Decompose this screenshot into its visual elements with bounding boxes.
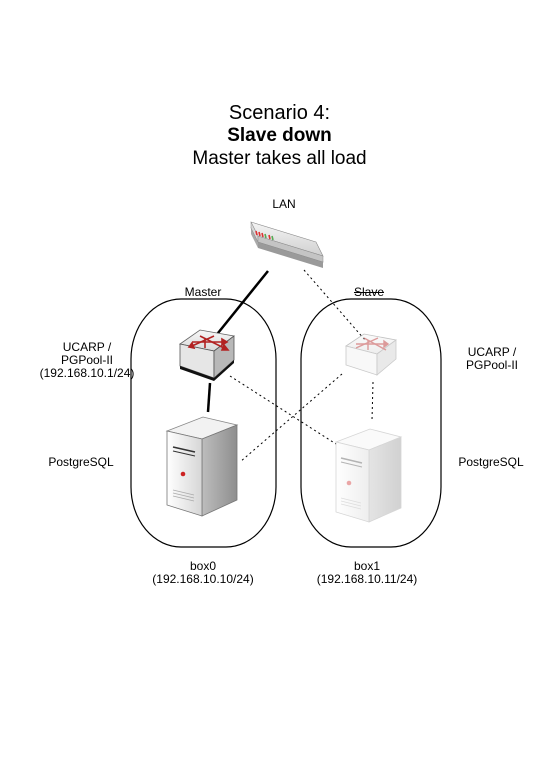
- box1-name-label: box1: [353, 559, 381, 573]
- slave-ucarp-label: UCARP /: [467, 345, 517, 359]
- master-pgpool-label: PGPool-II: [60, 353, 114, 367]
- slave-node-frame: [300, 298, 442, 548]
- slave-switch-to-box0-link: [239, 373, 343, 463]
- slave-pgpool-label: PGPool-II: [465, 358, 519, 372]
- master-switch-to-box1-link: [229, 375, 337, 445]
- box1-ip-label: (192.168.10.11/24): [316, 572, 418, 586]
- master-postgresql-label: PostgreSQL: [48, 455, 114, 469]
- lan-to-slave-switch-link: [303, 269, 366, 341]
- box0-name-label: box0: [189, 559, 217, 573]
- box0-ip-label: (192.168.10.10/24): [152, 572, 254, 586]
- slave-switch-to-box1-link: [371, 381, 374, 421]
- master-switch-icon: [179, 329, 235, 381]
- box0-server-icon: [165, 416, 239, 517]
- master-ucarp-label: UCARP /: [62, 340, 112, 354]
- title-line-1: Scenario 4:: [228, 102, 331, 124]
- title-line-3: Master takes all load: [192, 148, 367, 169]
- master-switch-to-box0-link: [206, 382, 212, 413]
- title-line-2: Slave down: [227, 125, 332, 146]
- box1-server-icon: [334, 428, 403, 523]
- lan-to-master-switch-link: [213, 270, 269, 339]
- slave-switch-icon: [345, 333, 397, 376]
- slave-label: Slave: [353, 285, 385, 299]
- master-node-frame: [130, 298, 277, 548]
- master-vip-label: (192.168.10.1/24): [39, 366, 135, 380]
- lan-label: LAN: [272, 197, 296, 211]
- slave-postgresql-label: PostgreSQL: [458, 455, 524, 469]
- lan-switch-icon: [250, 221, 324, 268]
- master-label: Master: [184, 285, 222, 299]
